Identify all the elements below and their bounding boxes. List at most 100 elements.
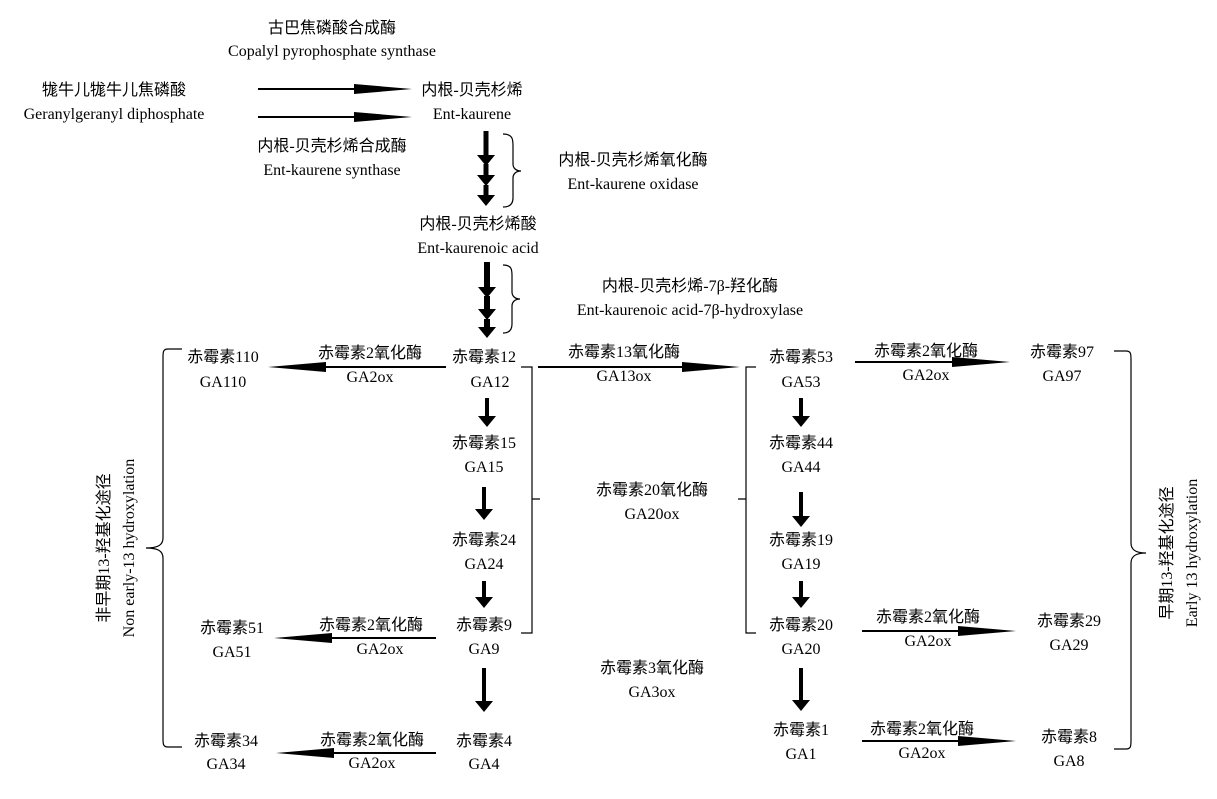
arrow-ga44-to-ga19	[792, 492, 810, 527]
arrow-kaurenoic-step2	[478, 296, 496, 320]
arrow-ga9-to-ga4	[475, 668, 493, 712]
enzyme-ga2ox-ga51-cn: 赤霉素2氧化酶	[319, 616, 423, 634]
node-ga110-en: GA110	[200, 374, 247, 391]
arrow-kaurenoic-step3	[478, 319, 496, 338]
enzyme-ks-en: Ent-kaurene synthase	[263, 162, 400, 179]
node-ga19-en: GA19	[781, 556, 820, 573]
arrow-kaurene-step2	[477, 164, 495, 186]
enzyme-ga2ox-ga29-cn: 赤霉素2氧化酶	[876, 608, 980, 626]
node-ga97-en: GA97	[1042, 368, 1081, 385]
enzyme-ko-en: Ent-kaurene oxidase	[567, 176, 698, 193]
node-ga97-cn: 赤霉素97	[1030, 343, 1094, 361]
arrow-ggdp-to-kaurene-2	[258, 112, 412, 122]
enzyme-cps-en: Copalyl pyrophosphate synthase	[228, 43, 436, 60]
node-ga34-en: GA34	[206, 756, 245, 773]
bracket-ga20ox-left	[521, 366, 540, 634]
node-ga12-cn: 赤霉素12	[452, 348, 516, 366]
node-ga51-cn: 赤霉素51	[200, 619, 264, 637]
arrow-kaurenoic-step1	[478, 262, 496, 298]
node-kaurenoic-en: Ent-kaurenoic acid	[417, 240, 538, 257]
arrow-ga12-to-ga110	[268, 362, 446, 372]
enzyme-ga2ox-ga97-en: GA2ox	[902, 367, 949, 384]
enzyme-ks-cn: 内根-贝壳杉烯合成酶	[257, 137, 406, 155]
node-kaurene-cn: 内根-贝壳杉烯	[421, 81, 522, 99]
enzyme-ga2ox-ga8-en: GA2ox	[898, 745, 945, 762]
enzyme-ga3ox-en: GA3ox	[628, 684, 675, 701]
arrow-ga20-to-ga29	[862, 626, 1016, 636]
node-ga44-en: GA44	[781, 459, 820, 476]
arrow-ga15-to-ga24	[475, 487, 493, 520]
node-ga29-en: GA29	[1049, 637, 1088, 654]
node-ga1-cn: 赤霉素1	[773, 721, 829, 739]
node-ga53-en: GA53	[781, 374, 820, 391]
brace-non-early13	[145, 348, 182, 748]
node-ga110-cn: 赤霉素110	[187, 348, 258, 366]
node-ga29-cn: 赤霉素29	[1037, 612, 1101, 630]
brackets	[145, 133, 1147, 750]
node-ga24-en: GA24	[464, 556, 503, 573]
node-kaurene-en: Ent-kaurene	[433, 106, 511, 123]
arrow-ga1-to-ga8	[862, 736, 1016, 746]
enzyme-ga2ox-ga110-cn: 赤霉素2氧化酶	[318, 344, 422, 362]
arrows	[258, 84, 1016, 758]
bracket-ga20ox-right	[738, 366, 756, 634]
node-ga4-cn: 赤霉素4	[456, 732, 512, 750]
node-ga44-cn: 赤霉素44	[769, 434, 833, 452]
enzyme-ga2ox-ga51-en: GA2ox	[356, 641, 403, 658]
node-ga51-en: GA51	[212, 644, 251, 661]
enzyme-ga13ox-en: GA13ox	[596, 368, 651, 385]
pathway-early13-cn: 早期13-羟基化途径	[1158, 486, 1176, 619]
node-ga24-cn: 赤霉素24	[452, 531, 516, 549]
node-ggdp-cn: 牻牛儿牻牛儿焦磷酸	[42, 81, 186, 99]
arrow-ga12-to-ga53	[538, 362, 740, 372]
arrow-ggdp-to-kaurene-1	[258, 84, 412, 94]
arrow-kaurene-step3	[477, 185, 495, 206]
node-ga34-cn: 赤霉素34	[194, 732, 258, 750]
node-ga53-cn: 赤霉素53	[769, 348, 833, 366]
node-ga15-cn: 赤霉素15	[452, 434, 516, 452]
node-ga1-en: GA1	[785, 746, 816, 763]
node-ga15-en: GA15	[464, 459, 503, 476]
arrow-ga4-to-ga34	[276, 748, 436, 758]
enzyme-kao-en: Ent-kaurenoic acid-7β-hydroxylase	[577, 302, 803, 319]
enzyme-ga2ox-ga110-en: GA2ox	[346, 369, 393, 386]
enzyme-ga2ox-ga29-en: GA2ox	[904, 633, 951, 650]
arrow-ga9-to-ga51	[274, 633, 436, 643]
arrow-ga20-to-ga1	[792, 668, 810, 711]
arrow-kaurene-step1	[477, 131, 495, 166]
enzyme-ga13ox-cn: 赤霉素13氧化酶	[568, 343, 680, 361]
node-ga20-en: GA20	[781, 641, 820, 658]
arrow-ga53-to-ga44	[792, 398, 810, 427]
enzyme-ga20ox-en: GA20ox	[624, 506, 679, 523]
enzyme-ga2ox-ga34-en: GA2ox	[348, 755, 395, 772]
enzyme-ga2ox-ga97-cn: 赤霉素2氧化酶	[874, 342, 978, 360]
node-ggdp-en: Geranylgeranyl diphosphate	[24, 106, 205, 123]
enzyme-ga20ox-cn: 赤霉素20氧化酶	[596, 481, 708, 499]
enzyme-ko-cn: 内根-贝壳杉烯氧化酶	[558, 151, 707, 169]
arrow-ga12-to-ga15	[478, 398, 496, 427]
node-ga8-en: GA8	[1053, 753, 1084, 770]
node-kaurenoic-cn: 内根-贝壳杉烯酸	[419, 215, 536, 233]
arrow-ga24-to-ga9	[475, 581, 493, 608]
bracket-kaurenoic-hydroxylase	[502, 264, 521, 334]
node-ga9-cn: 赤霉素9	[456, 616, 512, 634]
node-ga4-en: GA4	[468, 756, 499, 773]
node-ga20-cn: 赤霉素20	[769, 616, 833, 634]
arrow-ga19-to-ga20	[792, 581, 810, 608]
enzyme-ga3ox-cn: 赤霉素3氧化酶	[600, 659, 704, 677]
brace-early13	[1114, 350, 1147, 750]
pathway-non-early13-cn: 非早期13-羟基化途径	[95, 473, 113, 622]
enzyme-ga2ox-ga8-cn: 赤霉素2氧化酶	[870, 720, 974, 738]
arrow-ga53-to-ga97	[855, 357, 1010, 367]
pathway-non-early13-en: Non early-13 hydroxylation	[121, 459, 138, 638]
node-ga9-en: GA9	[468, 641, 499, 658]
pathway-early13-en: Early 13 hydroxylation	[1184, 479, 1201, 627]
enzyme-kao-cn: 内根-贝壳杉烯-7β-羟化酶	[602, 277, 778, 295]
node-ga19-cn: 赤霉素19	[769, 531, 833, 549]
node-ga8-cn: 赤霉素8	[1041, 728, 1097, 746]
bracket-kaurene-oxidase	[502, 133, 522, 208]
enzyme-cps-cn: 古巴焦磷酸合成酶	[268, 19, 396, 37]
node-ga12-en: GA12	[470, 374, 509, 391]
enzyme-ga2ox-ga34-cn: 赤霉素2氧化酶	[320, 731, 424, 749]
